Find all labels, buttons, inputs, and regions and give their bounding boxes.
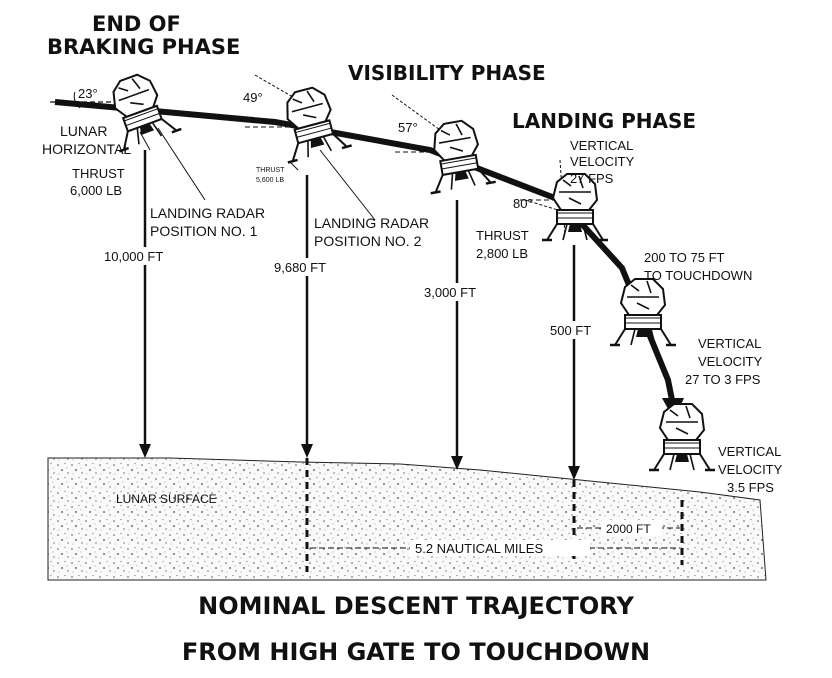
angle-49: 49° [243,90,263,105]
vv35-label-2: VELOCITY [718,462,783,477]
vv35-label-1: VERTICAL [718,444,781,459]
lm-icon-6 [647,402,717,472]
braking-heading-line1: END OF [92,12,181,36]
vv27-label-3: 27 FPS [570,171,614,186]
vv27to3-label-2: VELOCITY [698,354,763,369]
altitude-10000ft: 10,000 FT [104,249,163,264]
lunar-surface-label: LUNAR SURFACE [116,492,217,506]
altitude-3000ft: 3,000 FT [424,285,476,300]
touchdown-label-1: 200 TO 75 FT [644,250,725,265]
vv27to3-label-3: 27 TO 3 FPS [685,372,761,387]
lm-icon-5 [608,277,678,347]
thrust-5600-label-2: 5,600 LB [256,177,284,184]
vv27-label-2: VELOCITY [570,154,635,169]
vv27to3-label-1: VERTICAL [698,336,761,351]
lunar-horizontal-label-1: LUNAR [60,123,107,139]
angle-23: 23° [78,86,98,101]
thrust-2800-label-2: 2,800 LB [476,246,528,261]
title-line1: NOMINAL DESCENT TRAJECTORY [198,592,634,620]
radar2-label-2: POSITION NO. 2 [314,233,422,249]
landing-heading: LANDING PHASE [512,109,696,133]
title-line2: FROM HIGH GATE TO TOUCHDOWN [182,638,650,666]
angle-80: 80° [513,196,533,211]
radar1-label-2: POSITION NO. 1 [150,223,258,239]
angle-57: 57° [398,120,418,135]
visibility-heading: VISIBILITY PHASE [348,61,546,85]
distance-2000ft: 2000 FT [606,522,651,536]
radar2-label-1: LANDING RADAR [314,215,429,231]
lunar-horizontal-label-2: HORIZONTAL [42,141,131,157]
altitude-9680ft: 9,680 FT [274,260,326,275]
vv27-label-1: VERTICAL [570,138,633,153]
altitude-500ft: 500 FT [550,323,591,338]
vv35-label-3: 3.5 FPS [727,480,774,495]
thrust-6000-label-1: THRUST [72,166,125,181]
thrust-5600-label-1: THRUST [256,167,285,174]
radar1-label-1: LANDING RADAR [150,205,265,221]
lunar-surface-ground [47,457,767,581]
thrust-6000-label-2: 6,000 LB [70,183,122,198]
lm-icon-3 [418,115,497,195]
distance-nautical-miles: 5.2 NAUTICAL MILES [415,541,543,556]
braking-heading-line2: BRAKING PHASE [47,35,240,59]
thrust-2800-label-1: THRUST [476,228,529,243]
touchdown-label-2: TO TOUCHDOWN [644,268,752,283]
